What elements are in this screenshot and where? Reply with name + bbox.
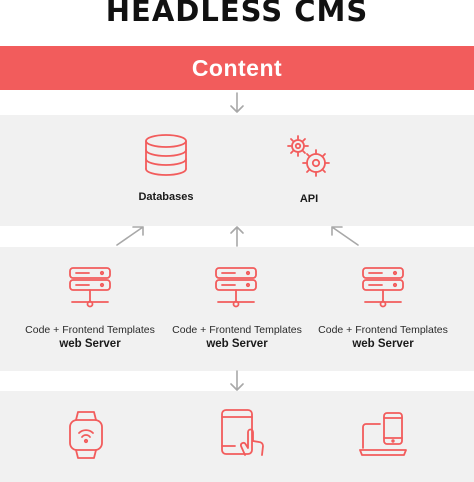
databases-label: Databases xyxy=(138,191,194,203)
content-bar-label: Content xyxy=(191,55,283,81)
gears-icon xyxy=(287,135,330,177)
templates-label: Code + Frontend Templates xyxy=(318,324,448,336)
templates-label: Code + Frontend Templates xyxy=(25,324,155,336)
up-arrow-icon xyxy=(230,226,244,247)
backend-band xyxy=(0,115,474,226)
up-left-arrow-icon xyxy=(331,226,359,246)
page-title: HEADLESS CMS xyxy=(105,0,369,28)
up-right-arrow-icon xyxy=(116,226,144,246)
down-arrow-icon xyxy=(230,370,244,391)
content-bar: Content xyxy=(0,46,474,90)
smartwatch-icon xyxy=(69,411,103,459)
web-server-label: web Server xyxy=(206,338,268,350)
server-icon xyxy=(215,267,257,308)
tablet-touch-icon xyxy=(221,409,264,456)
api-label: API xyxy=(299,193,319,205)
web-server-label: web Server xyxy=(352,338,414,350)
database-icon xyxy=(145,134,187,176)
down-arrow-icon xyxy=(230,92,244,113)
server-icon xyxy=(362,267,404,308)
devices-band xyxy=(0,391,474,482)
templates-label: Code + Frontend Templates xyxy=(172,324,302,336)
server-icon xyxy=(69,267,111,308)
web-server-label: web Server xyxy=(59,338,121,350)
laptop-phone-icon xyxy=(359,412,407,456)
